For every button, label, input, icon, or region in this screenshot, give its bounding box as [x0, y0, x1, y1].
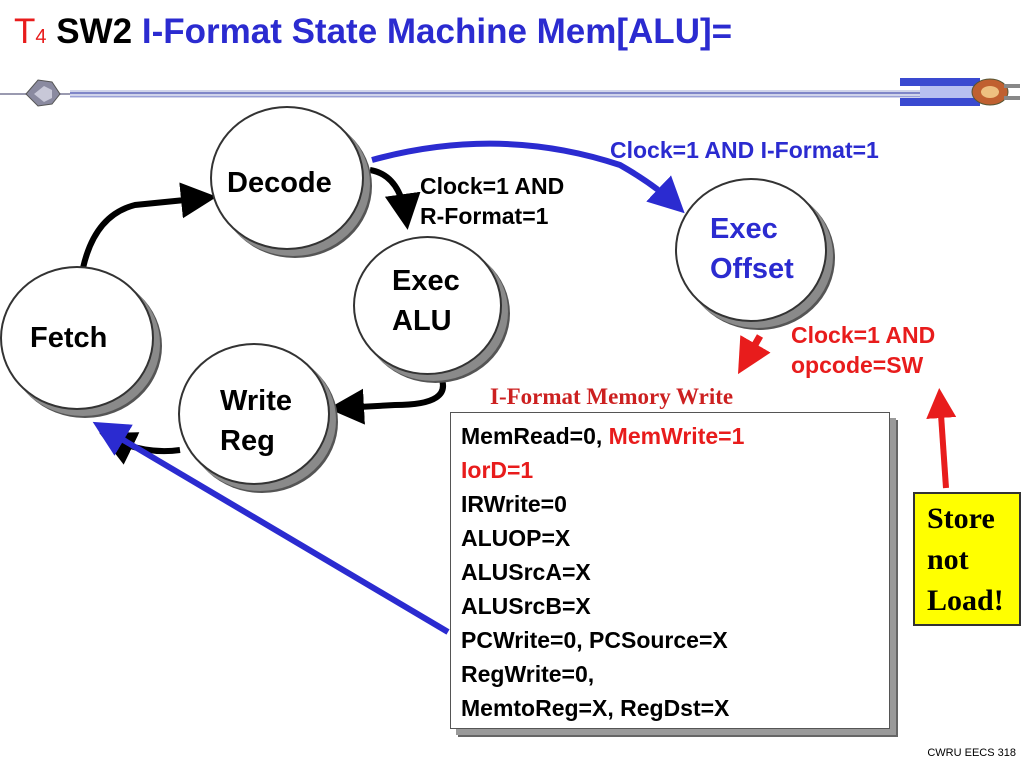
- starship-icon: [25, 79, 61, 107]
- arrow-exec-alu-to-write-reg: [328, 373, 446, 425]
- arrow-decode-to-exec-offset: [371, 140, 685, 214]
- signal-aluop: ALUOP=X: [461, 525, 571, 551]
- note-line-2: not: [927, 543, 969, 576]
- memory-write-title: I-Format Memory Write: [490, 384, 734, 409]
- state-exec-offset-label-1: Exec: [710, 213, 778, 245]
- title-t: T: [14, 12, 36, 51]
- state-fetch-label: Fetch: [30, 322, 108, 354]
- condition-sw-line2: opcode=SW: [791, 352, 924, 378]
- note-line-3: Load!: [927, 584, 1004, 617]
- signal-memwrite: MemWrite=1: [608, 423, 745, 449]
- condition-r-format-line1: Clock=1 AND: [420, 173, 565, 199]
- signal-regwrite: RegWrite=0,: [461, 661, 595, 687]
- state-exec-offset: [675, 178, 827, 322]
- footer-course-label: CWRU EECS 318: [927, 747, 1016, 759]
- state-exec-alu-label-1: Exec: [392, 265, 460, 297]
- signal-alusrcb: ALUSrcB=X: [461, 593, 591, 619]
- state-fetch: [0, 266, 154, 410]
- arrow-exec-offset-to-memory-write: [738, 334, 771, 375]
- signal-memtoreg: MemtoReg=X, RegDst=X: [461, 695, 730, 721]
- store-not-load-note: Store not Load!: [913, 492, 1021, 626]
- state-exec-alu-label-2: ALU: [392, 305, 452, 337]
- signal-alusrca: ALUSrcA=X: [461, 559, 591, 585]
- title-subscript: 4: [35, 26, 47, 48]
- state-exec-alu: [353, 236, 502, 375]
- signal-irwrite: IRWrite=0: [461, 491, 567, 517]
- condition-r-format-line2: R-Format=1: [420, 203, 549, 229]
- state-write-reg: [178, 343, 330, 485]
- arrow-memory-write-to-fetch: [92, 421, 450, 635]
- arrow-decode-to-exec-alu: [369, 167, 421, 230]
- state-write-reg-label-2: Reg: [220, 425, 275, 457]
- shuttle-icon: [900, 78, 1020, 106]
- arrow-fetch-to-decode: [80, 182, 217, 269]
- state-decode: [210, 106, 364, 250]
- signal-pcwrite: PCWrite=0, PCSource=X: [461, 627, 728, 653]
- state-exec-offset-label-2: Offset: [710, 253, 794, 285]
- condition-sw-line1: Clock=1 AND: [791, 322, 936, 348]
- condition-i-format: Clock=1 AND I-Format=1: [610, 137, 879, 163]
- arrow-note-to-condition: [926, 388, 957, 489]
- header-rule: [0, 78, 1020, 107]
- signal-line-1: MemRead=0, MemWrite=1: [451, 419, 889, 453]
- memory-write-signals-box: MemRead=0, MemWrite=1 IorD=1 IRWrite=0 A…: [450, 412, 890, 729]
- signal-iord: IorD=1: [461, 457, 534, 483]
- page-title: T4 SW2 I-Format State Machine Mem[ALU]=: [14, 12, 732, 52]
- state-write-reg-label-1: Write: [220, 385, 292, 417]
- title-sw: SW2: [56, 12, 133, 51]
- note-line-1: Store: [927, 502, 995, 535]
- signal-memread: MemRead=0,: [461, 423, 609, 449]
- title-main: I-Format State Machine Mem[ALU]=: [141, 12, 733, 51]
- state-decode-label: Decode: [227, 167, 332, 199]
